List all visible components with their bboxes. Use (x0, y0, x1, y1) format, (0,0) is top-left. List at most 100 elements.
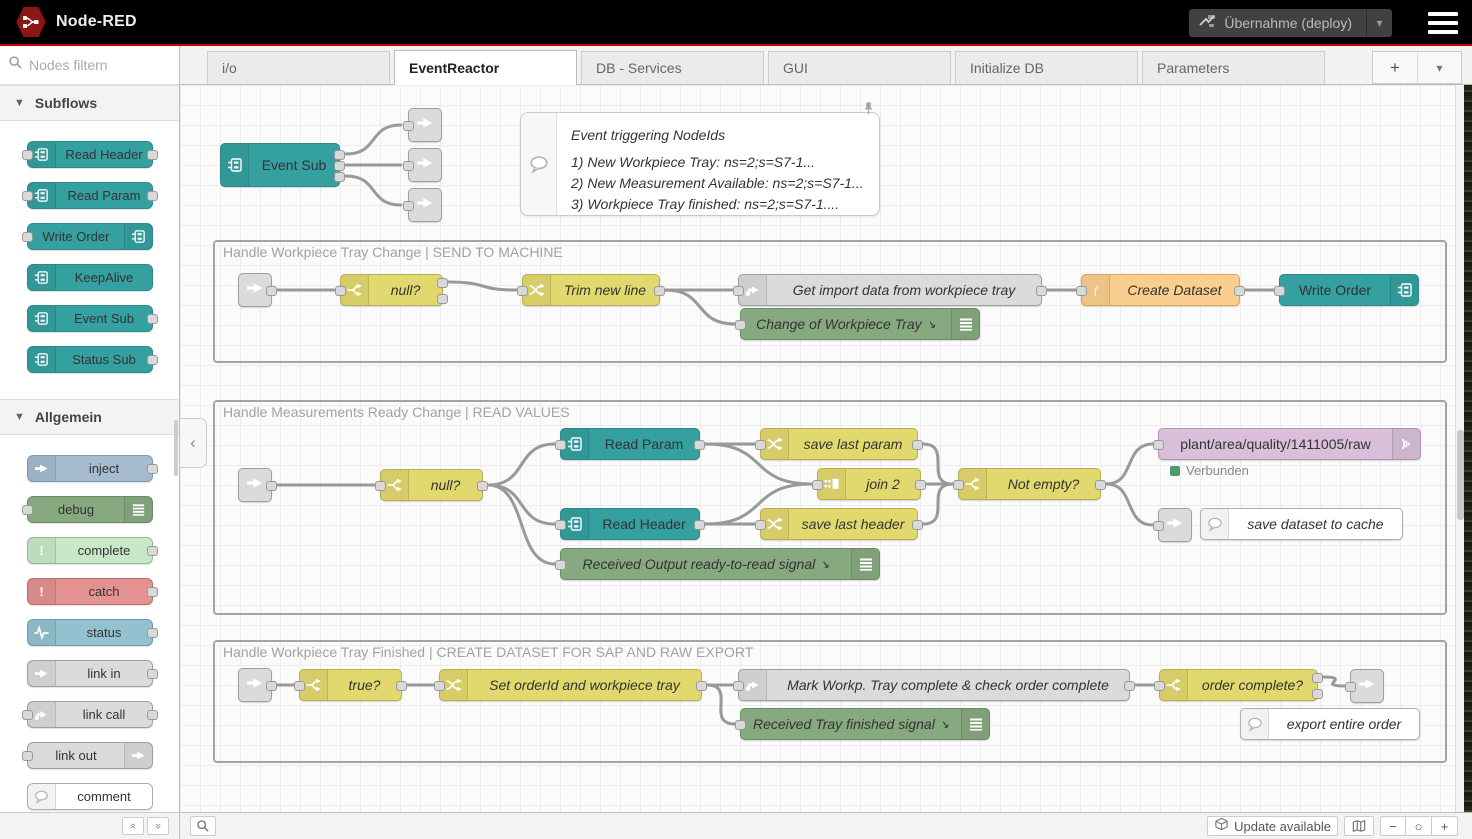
input-port[interactable] (403, 201, 414, 211)
palette-search-input[interactable] (29, 57, 159, 73)
input-port[interactable] (335, 286, 346, 296)
input-port[interactable] (22, 751, 33, 761)
node-change-trim-new-line[interactable]: Trim new line (517, 274, 665, 306)
input-port[interactable] (1345, 682, 1356, 692)
tab-initialize-db[interactable]: Initialize DB (955, 51, 1138, 84)
tab-db-services[interactable]: DB - Services (581, 51, 764, 84)
input-port[interactable] (403, 161, 414, 171)
output-port[interactable] (1124, 681, 1135, 691)
input-port[interactable] (22, 710, 33, 720)
output-port[interactable] (147, 314, 158, 324)
add-flow-button[interactable]: + (1390, 57, 1400, 77)
node-link-out-3[interactable] (1345, 669, 1384, 703)
flow-group[interactable]: Handle Workpiece Tray Finished | CREATE … (213, 640, 1447, 763)
input-port[interactable] (733, 286, 744, 296)
zoom-reset-button[interactable]: ○ (1406, 816, 1432, 836)
output-port[interactable] (147, 710, 158, 720)
node-change-save-last-header[interactable]: save last header (755, 508, 923, 540)
palette-node-status-sub[interactable]: Status Sub (27, 346, 158, 373)
output-port[interactable] (334, 150, 345, 160)
node-link-out-top-1[interactable] (403, 108, 442, 142)
flow-canvas[interactable]: Handle Workpiece Tray Change | SEND TO M… (180, 85, 1455, 812)
node-link-in-1[interactable] (238, 273, 277, 307)
node-join-2[interactable]: join 2 (812, 468, 926, 500)
flow-list-button[interactable]: ▾ (1417, 52, 1461, 83)
node-linkcall-mark-workp-tray[interactable]: Mark Workp. Tray complete & check order … (733, 669, 1135, 701)
flow-group[interactable]: Handle Measurements Ready Change | READ … (213, 400, 1447, 615)
node-subflow-read-param[interactable]: Read Param (555, 428, 705, 460)
output-port[interactable] (147, 546, 158, 556)
output-port[interactable] (147, 464, 158, 474)
input-port[interactable] (22, 150, 33, 160)
minimap-toggle-button[interactable] (1344, 816, 1374, 836)
palette-collapse-all-button[interactable]: » (122, 817, 144, 835)
tab-parameters[interactable]: Parameters (1142, 51, 1325, 84)
output-port[interactable] (694, 440, 705, 450)
output-port[interactable] (477, 481, 488, 491)
input-port[interactable] (953, 480, 964, 490)
output-port[interactable] (334, 172, 345, 182)
palette-node-event-sub[interactable]: Event Sub (27, 305, 158, 332)
output-port[interactable] (147, 669, 158, 679)
output-port[interactable] (147, 355, 158, 365)
node-debug-change-of-workpiece-tray[interactable]: Change of Workpiece Tray↘ (735, 308, 980, 340)
node-switch-null-2[interactable]: null? (375, 469, 488, 501)
input-port[interactable] (755, 440, 766, 450)
node-link-out-top-2[interactable] (403, 148, 442, 182)
output-port[interactable] (1312, 689, 1323, 699)
node-link-in-3[interactable] (238, 668, 277, 702)
input-port[interactable] (22, 232, 33, 242)
input-port[interactable] (735, 320, 746, 330)
palette-search[interactable] (0, 46, 179, 85)
flow-group[interactable]: Handle Workpiece Tray Change | SEND TO M… (213, 240, 1447, 363)
palette-node-complete[interactable]: !complete (27, 537, 158, 564)
node-change-save-last-param[interactable]: save last param (755, 428, 923, 460)
input-port[interactable] (735, 720, 746, 730)
palette-node-catch[interactable]: !catch (27, 578, 158, 605)
input-port[interactable] (294, 681, 305, 691)
input-port[interactable] (22, 191, 33, 201)
palette-expand-all-button[interactable]: » (147, 817, 169, 835)
node-event-sub[interactable]: Event Sub (220, 143, 345, 187)
palette-node-debug[interactable]: debug (22, 496, 153, 523)
palette-node-link-call[interactable]: link call (22, 701, 158, 728)
zoom-out-button[interactable]: − (1380, 816, 1406, 836)
input-port[interactable] (1154, 681, 1165, 691)
output-port[interactable] (266, 481, 277, 491)
input-port[interactable] (517, 286, 528, 296)
node-change-set-orderid[interactable]: Set orderId and workpiece tray (434, 669, 707, 701)
output-port[interactable] (147, 587, 158, 597)
palette-scrollbar[interactable] (174, 420, 178, 476)
palette-node-link-in[interactable]: link in (27, 660, 158, 687)
input-port[interactable] (1153, 521, 1164, 531)
node-debug-received-tray-finished[interactable]: Received Tray finished signal↘ (735, 708, 990, 740)
node-linkcall-get-import-data[interactable]: Get import data from workpiece tray (733, 274, 1047, 306)
input-port[interactable] (403, 121, 414, 131)
output-port[interactable] (334, 161, 345, 171)
output-port[interactable] (147, 628, 158, 638)
input-port[interactable] (434, 681, 445, 691)
node-switch-true[interactable]: true? (294, 669, 407, 701)
input-port[interactable] (375, 481, 386, 491)
node-subflow-write-order[interactable]: Write Order (1274, 274, 1419, 306)
output-port[interactable] (915, 480, 926, 490)
output-port[interactable] (912, 440, 923, 450)
node-debug-received-output-signal[interactable]: Received Output ready-to-read signal↘ (555, 548, 880, 580)
output-port[interactable] (1312, 673, 1323, 683)
palette-node-read-param[interactable]: Read Param (22, 182, 158, 209)
palette-node-status[interactable]: status (27, 619, 158, 646)
node-switch-not-empty[interactable]: Not empty? (953, 468, 1106, 500)
tab-gui[interactable]: GUI (768, 51, 951, 84)
node-comment-export-entire-order[interactable]: export entire order (1240, 708, 1420, 740)
output-port[interactable] (912, 520, 923, 530)
palette-collapse-toggle[interactable]: ‹ (180, 418, 207, 468)
tab-i-o[interactable]: i/o (207, 51, 390, 84)
deploy-options-caret[interactable]: ▾ (1366, 9, 1392, 37)
output-port[interactable] (437, 294, 448, 304)
output-port[interactable] (147, 150, 158, 160)
output-port[interactable] (147, 191, 158, 201)
palette-node-write-order[interactable]: Write Order (22, 223, 153, 250)
canvas-search-button[interactable] (190, 816, 216, 836)
node-link-in-2[interactable] (238, 468, 277, 502)
